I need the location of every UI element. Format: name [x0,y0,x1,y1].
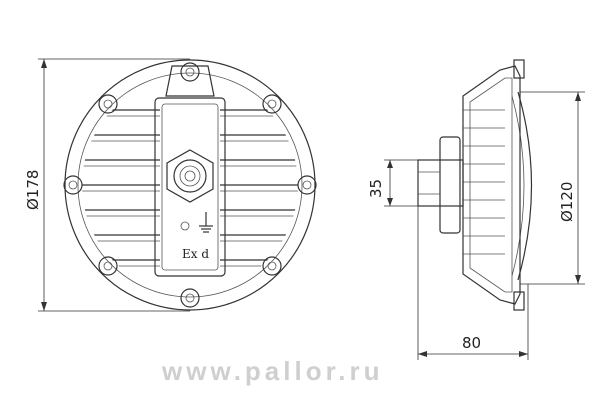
svg-text:80: 80 [462,334,481,352]
cooling-fins [82,109,298,267]
side-depth-dimension: 80 [417,206,529,360]
side-body [462,65,521,305]
front-view: Ex d Ø178 [24,58,317,312]
side-fins [463,109,505,255]
bolt [262,256,282,276]
cable-gland [166,149,214,203]
side-diameter-dimension: Ø120 [520,91,585,285]
side-gland [417,136,464,234]
bolt [180,62,200,82]
bolt [98,94,118,114]
side-height-dimension: 35 [367,159,418,207]
bolt [297,175,317,195]
svg-text:Ø178: Ø178 [24,170,42,210]
center-plate [154,97,226,277]
housing-inner-ring [77,72,303,298]
bolt [63,175,83,195]
front-diameter-dimension: Ø178 [24,58,190,312]
bolt [180,288,200,308]
side-view: Ø120 35 80 [367,59,585,360]
svg-text:Ø120: Ø120 [558,182,576,222]
watermark: www.pallor.ru [161,356,384,386]
svg-text:35: 35 [367,179,385,198]
bolt [98,256,118,276]
housing-outline [64,59,316,311]
glass-cover [517,91,533,281]
bolt [262,94,282,114]
ground-icon [199,212,213,233]
mounting-bolts [63,62,317,308]
ex-marking: Ex d [182,247,209,261]
